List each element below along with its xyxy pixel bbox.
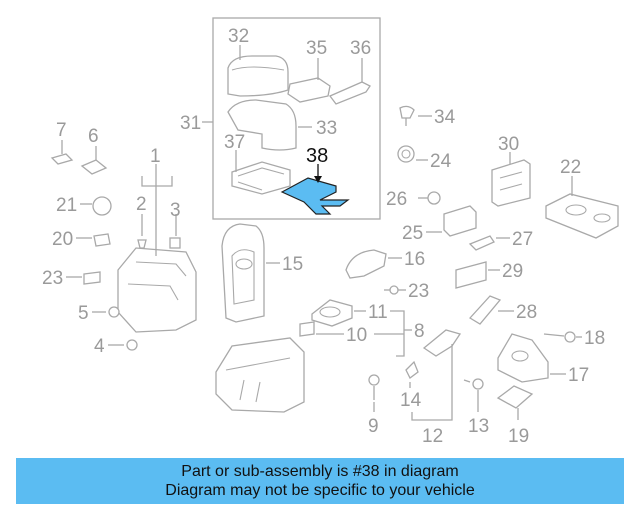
label-26: 26: [386, 189, 407, 210]
label-16: 16: [404, 249, 425, 270]
label-11: 11: [368, 302, 388, 323]
label-12: 12: [422, 426, 443, 447]
label-28: 28: [516, 302, 537, 323]
banner-line-2: Diagram may not be specific to your vehi…: [165, 482, 475, 499]
part-13-bolt[interactable]: [463, 378, 484, 390]
part-5-washer[interactable]: [108, 306, 120, 318]
part-26-bolt[interactable]: [418, 191, 441, 205]
label-18: 18: [584, 328, 605, 349]
label-10: 10: [346, 325, 367, 346]
part-12-bracket[interactable]: [422, 329, 462, 357]
inset-frame: [212, 17, 381, 220]
part-main-console[interactable]: [215, 337, 305, 413]
part-2-screw[interactable]: [137, 239, 147, 249]
label-4: 4: [94, 336, 105, 357]
part-27-clip[interactable]: [468, 235, 495, 251]
part-37-storage-tray[interactable]: [231, 161, 291, 195]
part-19-pad[interactable]: [496, 385, 534, 409]
part-29-trim-strip[interactable]: [455, 261, 487, 289]
label-2: 2: [136, 194, 147, 215]
label-23-right: 23: [408, 281, 429, 302]
info-banner: Part or sub-assembly is #38 in diagram D…: [16, 458, 624, 504]
label-7: 7: [56, 120, 67, 141]
part-20-clip[interactable]: [93, 233, 111, 247]
label-21: 21: [56, 195, 77, 216]
banner-line-1: Part or sub-assembly is #38 in diagram: [181, 463, 459, 480]
part-14-clip[interactable]: [405, 360, 419, 379]
part-17-cup-holder[interactable]: [497, 333, 549, 383]
label-25: 25: [402, 223, 423, 244]
label-30: 30: [498, 134, 519, 155]
part-10-panel[interactable]: [299, 321, 315, 337]
label-29: 29: [502, 261, 523, 282]
label-13: 13: [468, 416, 489, 437]
label-27: 27: [512, 229, 533, 250]
label-17: 17: [568, 365, 589, 386]
part-33-armrest-base[interactable]: [227, 99, 297, 151]
part-30-panel[interactable]: [491, 159, 531, 207]
label-38: 38: [306, 145, 328, 167]
part-25-bracket[interactable]: [443, 205, 477, 237]
part-21-knob[interactable]: [92, 196, 112, 216]
label-23-left: 23: [42, 268, 63, 289]
label-19: 19: [508, 426, 529, 447]
label-32: 32: [228, 26, 249, 47]
label-15: 15: [282, 254, 303, 275]
label-24: 24: [430, 151, 452, 172]
label-34: 34: [434, 107, 456, 128]
label-35: 35: [306, 38, 327, 59]
arrowhead-38: [314, 176, 322, 183]
label-9: 9: [368, 416, 379, 437]
part-23-screw-right[interactable]: [384, 285, 399, 295]
label-14: 14: [400, 390, 422, 411]
label-33: 33: [316, 118, 337, 139]
part-7-pad[interactable]: [50, 153, 74, 165]
label-20: 20: [52, 229, 73, 250]
part-36-latch[interactable]: [328, 81, 371, 105]
part-24-grommet[interactable]: [397, 145, 415, 163]
part-38-highlighted-mat[interactable]: [280, 177, 350, 215]
part-4-bolt[interactable]: [126, 339, 138, 351]
part-15-side-panel[interactable]: [221, 223, 265, 323]
part-3-clip[interactable]: [169, 237, 181, 249]
part-9-screw[interactable]: [368, 374, 380, 400]
label-22: 22: [560, 157, 581, 178]
parts-diagram: 32 35 36 33 31 37 38 34 24: [42, 17, 619, 447]
part-11-bezel[interactable]: [311, 299, 353, 327]
label-37: 37: [224, 132, 245, 153]
label-5: 5: [78, 303, 89, 324]
part-32-armrest-lid[interactable]: [227, 55, 289, 97]
label-31: 31: [180, 113, 201, 134]
part-16-handle[interactable]: [345, 249, 387, 279]
label-8: 8: [414, 321, 425, 342]
part-23-screw-left[interactable]: [83, 271, 101, 285]
part-34-screw[interactable]: [399, 105, 415, 126]
part-35-hinge-plate[interactable]: [287, 77, 331, 103]
part-1-console-box[interactable]: [117, 247, 197, 333]
label-36: 36: [350, 38, 371, 59]
label-1: 1: [150, 146, 161, 167]
label-3: 3: [170, 200, 181, 221]
part-28-cover[interactable]: [468, 295, 502, 325]
part-22-rear-trim[interactable]: [545, 193, 619, 239]
label-6: 6: [88, 126, 99, 147]
part-6-pad[interactable]: [80, 159, 108, 175]
part-18-screw[interactable]: [543, 331, 576, 343]
